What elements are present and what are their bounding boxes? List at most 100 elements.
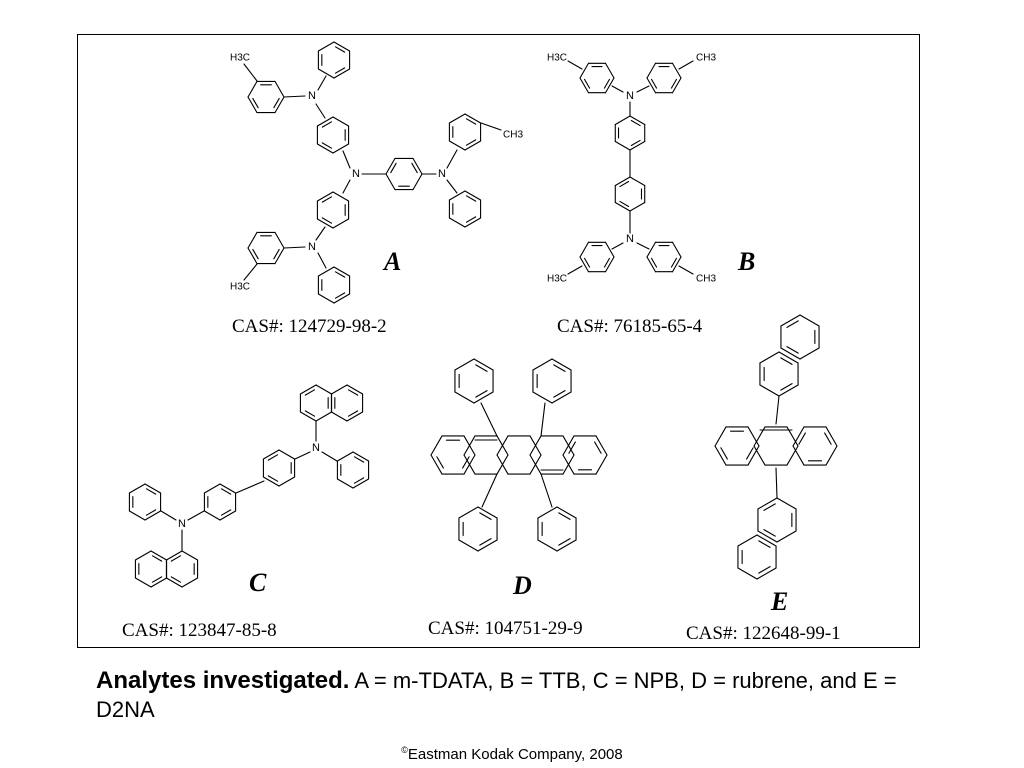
double-bond [603,78,611,89]
double-bond [220,488,232,495]
double-bond [390,162,397,174]
double-bond [553,364,566,372]
ring-bond [336,451,354,462]
compound-e-cas: CAS#: 122648-99-1 [686,623,841,644]
ring-bond [346,411,364,422]
double-bond [145,509,157,516]
ring-bond [604,77,615,94]
ring-bond [747,426,760,447]
ring-bond [165,577,183,588]
ring-bond [165,550,183,561]
double-bond [583,257,591,268]
ring-bond [317,293,335,304]
double-bond [304,410,316,417]
double-bond [321,217,333,224]
compound-a-cas: CAS#: 124729-98-2 [232,316,387,337]
double-bond [553,390,566,398]
ring-bond [352,478,370,489]
double-bond [334,271,346,278]
double-bond [267,475,279,482]
double-bond [558,512,571,520]
double-bond [321,142,333,149]
ring-bond [529,435,542,456]
double-bond [619,180,630,188]
ring-bond [317,68,335,79]
ring-bond [786,445,799,466]
methyl-label: H3C [547,274,567,285]
copyright-text: Eastman Kodak Company, 2008 [407,746,623,763]
double-bond [780,357,793,365]
compound-b-cas: CAS#: 76185-65-4 [557,316,703,337]
nitrogen-atom: N [308,241,316,253]
double-bond [670,78,678,89]
ring-bond [144,483,162,494]
double-bond [475,390,488,398]
double-bond [465,195,477,202]
double-bond [321,121,333,128]
ring-bond [759,351,780,364]
double-bond [583,78,591,89]
double-bond [334,292,346,299]
ring-bond [333,266,351,277]
compound-c-letter: C [249,568,267,597]
ring-bond [278,476,296,487]
double-bond [603,257,611,268]
double-bond [568,441,576,454]
double-bond [151,576,163,583]
double-bond [619,200,630,208]
nitrogen-atom: N [626,90,634,102]
methyl-label: H3C [547,53,567,64]
ring-bond [315,384,333,395]
nitrogen-atom: N [308,90,316,102]
caption-lead: Analytes investigated. [96,667,350,694]
ring-bond [333,68,351,79]
ring-bond [671,62,682,79]
ring-bond [629,201,646,212]
ring-bond [614,176,631,187]
ring-bond [757,497,778,510]
ring-bond [629,176,646,187]
ring-bond [556,539,577,552]
ring-bond [128,510,146,521]
copyright-symbol: © [401,745,408,755]
double-bond [465,216,477,223]
double-bond [347,410,359,417]
ring-bond [556,506,577,519]
ring-bond [332,143,350,154]
double-bond [334,67,346,74]
double-bond [594,441,602,454]
ring-bond [537,539,558,552]
ring-bond [150,550,168,561]
double-bond [763,503,776,511]
methyl-label: CH3 [503,130,523,141]
ring-bond [778,351,799,364]
ring-bond [317,266,335,277]
ring-bond [671,256,682,273]
ring-bond [579,241,590,258]
double-bond [304,389,316,396]
ring-bond [595,435,608,456]
ring-bond [430,435,443,456]
ring-bond [128,483,146,494]
ring-bond [203,483,221,494]
ring-bond [778,384,799,397]
ring-bond [330,411,348,422]
ring-bond [562,435,575,456]
ring-bond [299,384,317,395]
ring-bond [579,77,590,94]
nitrogen-atom: N [626,233,634,245]
double-bond [479,538,492,546]
ring-bond [646,62,657,79]
double-bond [780,383,793,391]
ring-bond [532,358,553,371]
compound-d-letter: D [513,571,532,600]
ring-bond [614,140,631,151]
double-bond [465,139,477,146]
double-bond [252,248,259,260]
double-bond [170,576,182,583]
ring-bond [629,140,646,151]
